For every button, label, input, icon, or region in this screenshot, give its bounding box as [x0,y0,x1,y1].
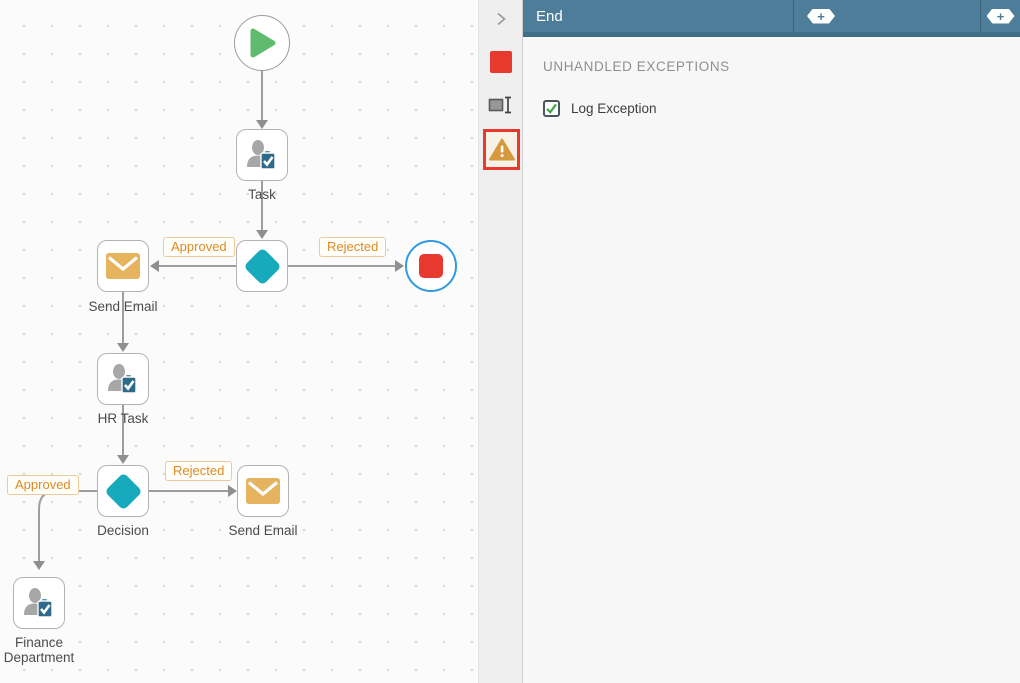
chevron-right-icon [496,12,506,26]
header-section: + [793,0,980,32]
node-send-email-1[interactable] [97,240,149,292]
collapse-panel-button[interactable] [479,8,522,30]
workflow-canvas[interactable]: Approved Rejected Rejected Approved Task [0,0,478,683]
exceptions-tab-selected[interactable] [483,129,520,170]
properties-panel: End + + UNHANDLED EXCEPTIONS Lo [523,0,1020,683]
edge-label-rejected[interactable]: Rejected [165,461,233,481]
panel-header: End + + [523,0,1020,37]
connector-lines [33,71,404,570]
unhandled-exceptions-heading: UNHANDLED EXCEPTIONS [543,59,730,74]
check-icon [546,103,557,114]
end-node-properties-button[interactable] [479,51,522,73]
rename-icon [488,96,511,114]
node-finance-department[interactable] [13,577,65,629]
node-end[interactable] [405,240,457,292]
panel-title: End [536,7,563,25]
add-button[interactable]: + [986,8,1015,24]
warning-triangle-icon [488,138,515,161]
node-start[interactable] [234,15,290,71]
edge-label-approved[interactable]: Approved [163,237,235,257]
node-hr-task[interactable] [97,353,149,405]
node-label-send-email-2: Send Email [228,523,298,538]
node-decision-1[interactable] [236,240,288,292]
panel-body: UNHANDLED EXCEPTIONS Log Exception [523,37,1020,139]
header-section: + [980,0,1020,32]
rename-button[interactable] [479,94,522,116]
node-send-email-2[interactable] [237,465,289,517]
log-exception-label: Log Exception [571,101,657,116]
stop-square-icon [419,254,443,278]
log-exception-row: Log Exception [543,100,1000,117]
node-label-hr-task: HR Task [97,411,149,426]
diamond-icon [103,471,143,511]
user-task-icon [24,588,53,618]
user-task-icon [247,140,276,170]
edge-label-approved[interactable]: Approved [7,475,79,495]
node-label-finance-department: Finance Department [3,635,75,665]
node-decision-2[interactable] [97,465,149,517]
plus-icon: + [817,8,825,24]
add-button[interactable]: + [807,8,835,24]
play-icon [250,28,276,58]
envelope-icon [106,253,140,279]
log-exception-checkbox[interactable] [543,100,560,117]
node-label-send-email-1: Send Email [88,299,158,314]
node-label-decision: Decision [97,523,149,538]
end-node-icon [489,51,512,73]
envelope-icon [246,478,280,504]
plus-icon: + [996,8,1005,24]
properties-toolstrip [478,0,523,683]
diamond-icon [242,246,282,286]
user-task-icon [108,364,137,394]
node-task[interactable] [236,129,288,181]
node-label-task: Task [248,187,276,202]
edge-label-rejected[interactable]: Rejected [319,237,387,257]
